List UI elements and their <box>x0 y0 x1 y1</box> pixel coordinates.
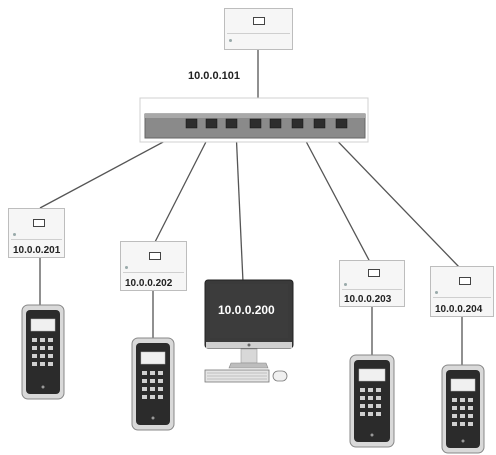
keypad-reader-icon <box>441 364 485 454</box>
readers <box>21 304 485 454</box>
keypad-reader-icon <box>349 354 395 448</box>
server-stripe <box>227 33 290 34</box>
controller-box-201: 10.0.0.201 <box>8 208 65 258</box>
controller-slot-icon <box>459 277 471 285</box>
controller-slot-icon <box>368 269 380 277</box>
controller-led-icon <box>125 266 128 269</box>
controller-stripe <box>342 289 402 290</box>
cable-switch-202 <box>154 129 213 243</box>
cable-switch-203 <box>299 129 371 263</box>
controller-stripe <box>433 297 491 298</box>
controller-box-203: 10.0.0.203 <box>339 260 405 307</box>
controller-box-204: 10.0.0.204 <box>430 266 494 317</box>
keypad-reader-icon <box>21 304 65 400</box>
controller-ip-label: 10.0.0.201 <box>13 245 61 256</box>
controller-stripe <box>123 272 184 273</box>
pc-ip-label: 10.0.0.200 <box>218 303 275 317</box>
keypad-reader-icon <box>131 337 175 431</box>
controller-slot-icon <box>149 252 161 260</box>
controller-led-icon <box>13 233 16 236</box>
server-led-icon <box>229 39 232 42</box>
server-slot-icon <box>253 17 265 25</box>
cable-switch-pc <box>235 129 244 283</box>
controller-stripe <box>11 239 62 240</box>
server-ip-label: 10.0.0.101 <box>188 70 240 82</box>
controller-ip-label: 10.0.0.204 <box>435 304 483 315</box>
controller-led-icon <box>344 283 347 286</box>
cable-switch-204 <box>321 124 461 269</box>
network-switch-icon <box>139 97 369 143</box>
controller-box-202: 10.0.0.202 <box>120 241 187 291</box>
server-box <box>224 8 293 50</box>
controller-ip-label: 10.0.0.203 <box>344 294 392 305</box>
controller-ip-label: 10.0.0.202 <box>125 278 173 289</box>
desktop-computer-icon <box>204 279 294 383</box>
controller-led-icon <box>435 291 438 294</box>
controller-slot-icon <box>33 219 45 227</box>
